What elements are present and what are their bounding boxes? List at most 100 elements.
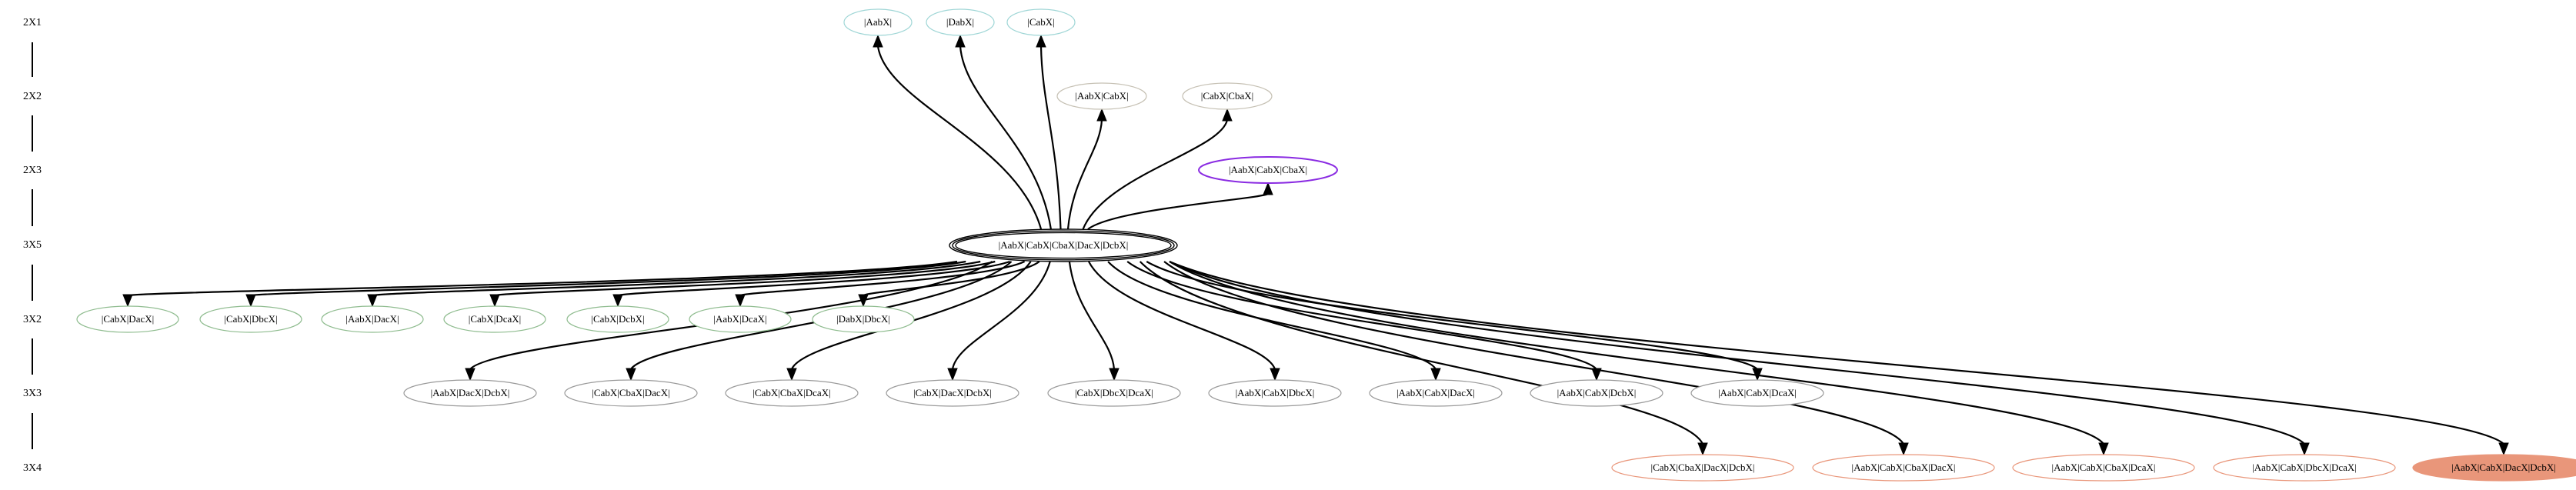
edge xyxy=(876,45,1043,230)
node-label: |AabX|CabX|DacX| xyxy=(1396,387,1475,398)
edge-arrowhead xyxy=(122,294,133,308)
node-shape xyxy=(403,379,537,407)
edge xyxy=(1088,261,1276,370)
node-cabx-cbax-dacx[interactable]: |CabX|CbaX|DacX| xyxy=(564,379,698,407)
node-cabx-cbax[interactable]: |CabX|CbaX| xyxy=(1182,82,1273,110)
edge-arrowhead xyxy=(2098,442,2109,456)
node-shape xyxy=(564,379,698,407)
node-aabx-cabx-dacx[interactable]: |AabX|CabX|DacX| xyxy=(1369,379,1503,407)
rank-label-3x4: 3X4 xyxy=(23,462,42,474)
node-cabx-dacx[interactable]: |CabX|DacX| xyxy=(76,305,179,333)
edge xyxy=(1126,261,1597,370)
edge-arrowhead xyxy=(612,294,623,308)
node-cabx-dacx-dcbx[interactable]: |CabX|DacX|DcbX| xyxy=(886,379,1019,407)
node-cabx-dbcx-dcax[interactable]: |CabX|DbcX|DcaX| xyxy=(1047,379,1181,407)
edge-arrowhead xyxy=(367,294,378,308)
edge-arrowhead xyxy=(873,34,883,48)
node-shape xyxy=(1690,379,1824,407)
node-label: |CabX|DbcX| xyxy=(224,313,277,325)
node-shape xyxy=(689,305,792,333)
node-aabx[interactable]: |AabX| xyxy=(843,8,913,36)
node-aabx-cabx-dbcx[interactable]: |AabX|CabX|DbcX| xyxy=(1208,379,1342,407)
node-aabx-dacx-dcbx[interactable]: |AabX|DacX|DcbX| xyxy=(403,379,537,407)
node-aabx-cabx-cbax-dacx[interactable]: |AabX|CabX|CbaX|DacX| xyxy=(1812,454,1995,482)
node-aabx-cabx-dacx-dcbx[interactable]: |AabX|CabX|DacX|DcbX| xyxy=(2412,454,2576,482)
node-cabx[interactable]: |CabX| xyxy=(1006,8,1076,36)
edge xyxy=(1087,192,1269,230)
edge-arrowhead xyxy=(1898,442,1909,456)
node-shape xyxy=(843,8,913,36)
edge-arrowhead xyxy=(1036,34,1046,48)
node-label: |AabX|CabX|DacX|DcbX| xyxy=(2451,462,2556,473)
edge xyxy=(1082,119,1229,230)
node-shape xyxy=(443,305,546,333)
node-label: |AabX| xyxy=(864,16,892,28)
node-label: |CabX|DbcX|DcaX| xyxy=(1075,387,1153,398)
edge-arrowhead xyxy=(1591,368,1602,382)
node-aabx-cabx-dcax[interactable]: |AabX|CabX|DcaX| xyxy=(1690,379,1824,407)
edges xyxy=(122,34,2509,456)
node-aabx-cabx-dcbx[interactable]: |AabX|CabX|DcbX| xyxy=(1530,379,1663,407)
node-label: |AabX|CabX|CbaX|DcaX| xyxy=(2051,462,2155,473)
edge-arrowhead xyxy=(1270,368,1280,382)
edge xyxy=(1139,261,1703,445)
edge xyxy=(372,260,981,297)
node-dabx-dbcx[interactable]: |DabX|DbcX| xyxy=(812,305,915,333)
edge xyxy=(1169,261,2305,445)
node-shape xyxy=(566,305,669,333)
edge-arrowhead xyxy=(2299,442,2310,456)
node-cabx-dbcx[interactable]: |CabX|DbcX| xyxy=(199,305,302,333)
node-shape xyxy=(1812,454,1995,482)
node-label: |CabX|CbaX| xyxy=(1201,90,1253,102)
node-shape xyxy=(76,305,179,333)
node-label: |AabX|CabX|DbcX| xyxy=(1236,387,1315,398)
node-aabx-dcax[interactable]: |AabX|DcaX| xyxy=(689,305,792,333)
edge xyxy=(1039,45,1062,230)
node-label: |CabX|DacX| xyxy=(102,313,154,325)
node-label: |AabX|DacX| xyxy=(345,313,399,325)
edge xyxy=(951,261,1051,370)
node-shape xyxy=(2412,454,2576,482)
edge xyxy=(1169,260,2504,445)
root-label: |AabX|CabX|CbaX|DacX|DcbX| xyxy=(999,239,1129,251)
node-label: |DabX|DbcX| xyxy=(836,313,890,325)
node-cabx-dcax[interactable]: |CabX|DcaX| xyxy=(443,305,546,333)
node-label: |AabX|CabX|DcbX| xyxy=(1557,387,1637,398)
edge xyxy=(1066,119,1103,230)
node-aabx-dacx[interactable]: |AabX|DacX| xyxy=(321,305,424,333)
root-ring xyxy=(955,232,1172,259)
edge xyxy=(494,260,996,297)
node-aabx-cabx[interactable]: |AabX|CabX| xyxy=(1056,82,1147,110)
node-aabx-cabx-dbcx-dcax[interactable]: |AabX|CabX|DbcX|DcaX| xyxy=(2213,454,2396,482)
node-label: |CabX|CbaX|DacX| xyxy=(592,387,669,398)
rank-label-3x2: 3X2 xyxy=(23,314,42,325)
node-label: |AabX|CabX|CbaX|DacX| xyxy=(1851,462,1955,473)
node-label: |CabX|DcbX| xyxy=(591,313,644,325)
node-label: |CabX|CbaX|DcaX| xyxy=(752,387,830,398)
edge xyxy=(630,261,1013,370)
edge xyxy=(250,260,966,297)
node-shape xyxy=(2012,454,2195,482)
node-dabx[interactable]: |DabX| xyxy=(926,8,995,36)
node-shape xyxy=(725,379,859,407)
node-shape xyxy=(1006,8,1076,36)
node-cabx-cbax-dacx-dcbx[interactable]: |CabX|CbaX|DacX|DcbX| xyxy=(1611,454,1794,482)
node-shape xyxy=(1056,82,1147,110)
edge-arrowhead xyxy=(1096,108,1107,122)
edge-arrowhead xyxy=(947,368,958,382)
node-shape xyxy=(1182,82,1273,110)
edge-arrowhead xyxy=(245,294,256,308)
root-ring xyxy=(952,230,1175,261)
rank-label-3x5: 3X5 xyxy=(23,239,42,251)
node-shape xyxy=(2213,454,2396,482)
node-cabx-dcbx[interactable]: |CabX|DcbX| xyxy=(566,305,669,333)
node-shape xyxy=(321,305,424,333)
node-aabx-cabx-cbax-dcax[interactable]: |AabX|CabX|CbaX|DcaX| xyxy=(2012,454,2195,482)
edge-arrowhead xyxy=(735,294,746,308)
node-root[interactable]: |AabX|CabX|CbaX|DacX|DcbX| xyxy=(949,228,1178,262)
node-aabx-cabx-cbax[interactable]: |AabX|CabX|CbaX| xyxy=(1198,156,1338,184)
edge xyxy=(1146,261,1758,370)
node-cabx-cbax-dcax[interactable]: |CabX|CbaX|DcaX| xyxy=(725,379,859,407)
edge xyxy=(1107,261,1436,370)
